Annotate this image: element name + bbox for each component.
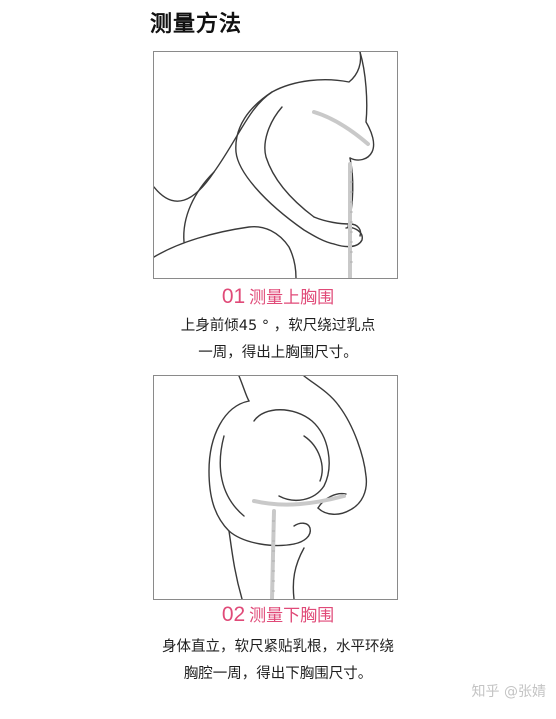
step-2-line-1: 身体直立，软尺紧贴乳根，水平环绕 xyxy=(162,639,394,655)
upper-bust-drawing xyxy=(154,52,375,278)
watermark: 知乎 @张婧 xyxy=(471,684,546,700)
illustration-under-bust xyxy=(153,375,398,600)
step-2-title: 测量下胸围 xyxy=(249,606,335,626)
step-2-description: 身体直立，软尺紧贴乳根，水平环绕 胸腔一周，得出下胸围尺寸。 xyxy=(0,634,556,688)
step-1-number: 01 xyxy=(221,285,246,308)
step-1-description: 上身前倾45 ° ，软尺绕过乳点 一周，得出上胸围尺寸。 xyxy=(0,313,556,367)
step-2-line-2: 胸腔一周，得出下胸围尺寸。 xyxy=(183,666,373,682)
step-1-title: 测量上胸围 xyxy=(249,288,335,308)
step-1-line-2: 一周，得出上胸围尺寸。 xyxy=(198,345,358,361)
illustration-upper-bust xyxy=(153,51,398,279)
step-2-number: 02 xyxy=(221,603,246,626)
page-title: 测量方法 xyxy=(150,12,243,37)
under-bust-drawing xyxy=(208,376,368,599)
step-1-line-1: 上身前倾45 ° ，软尺绕过乳点 xyxy=(180,318,376,334)
